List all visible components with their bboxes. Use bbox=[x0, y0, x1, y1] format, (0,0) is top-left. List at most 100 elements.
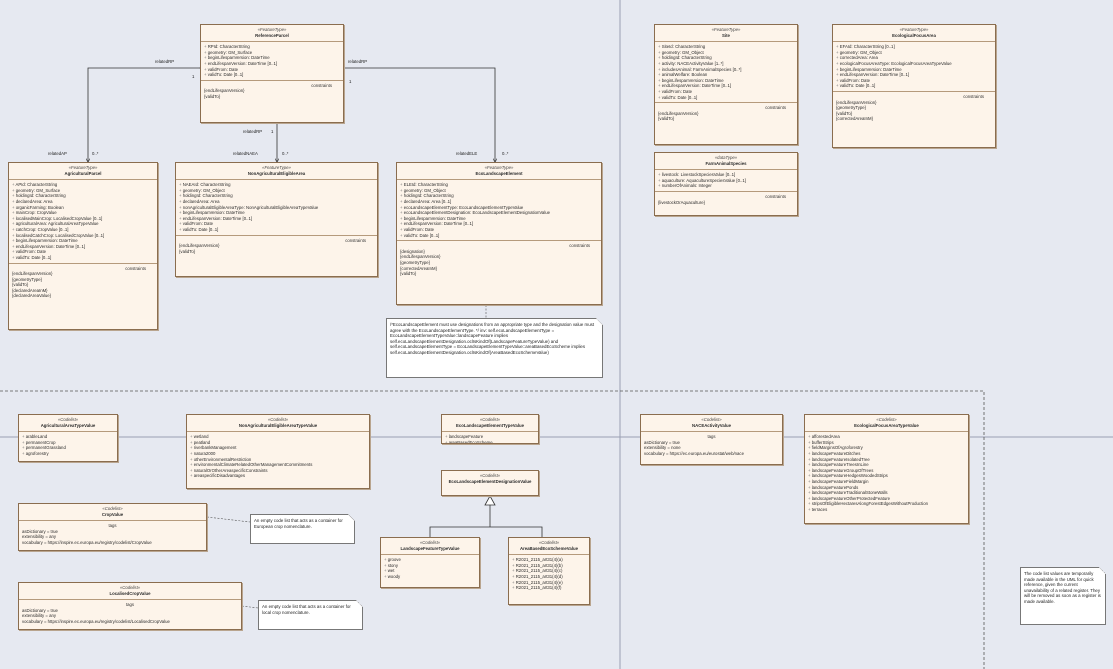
mult-ap: 0..* bbox=[92, 151, 99, 156]
attribute-list: SiteId: CharacterStringgeometry: GM_Obje… bbox=[655, 41, 797, 102]
label-relatedRP-right: relatedRP bbox=[348, 59, 368, 64]
attribute-item: nonAgriculturalEligibleAreaType: NonAgri… bbox=[179, 205, 374, 211]
mult-rp-ele: 1 bbox=[349, 79, 352, 84]
attribute-item: ecoLandscapeElementType: EcoLandscapeEle… bbox=[400, 205, 598, 211]
attribute-item: landscapeFeatureFieldMargin bbox=[808, 479, 965, 485]
class-non-agricultural-eligible-area[interactable]: «FeatureType»NonAgriculturalEligibleArea… bbox=[175, 162, 378, 277]
codelist-non-agricultural-eligible-area-type[interactable]: «Codelist»NonAgriculturalEligibleAreaTyp… bbox=[186, 414, 370, 489]
constraint-item: {validTo} bbox=[836, 110, 853, 116]
attribute-item: stripsOfEligibleHectaresAlongForestEdges… bbox=[808, 501, 965, 507]
class-site[interactable]: «FeatureType»SiteSiteId: CharacterString… bbox=[654, 24, 798, 145]
tag-item: asDictionary = true bbox=[644, 439, 680, 445]
attribute-item: EFAId: CharacterString [0..1] bbox=[836, 44, 992, 50]
class-header: «Codelist»EcoLandscapeElementDesignation… bbox=[442, 471, 538, 487]
attribute-item: geometry: GM_Object bbox=[836, 50, 992, 56]
codelist-landscape-feature-type[interactable]: «Codelist»LandscapeFeatureTypeValuegroov… bbox=[380, 537, 480, 588]
class-eco-landscape-element[interactable]: «FeatureType»EcoLandscapeElementELEId: C… bbox=[396, 162, 602, 305]
attribute-item: groove bbox=[384, 557, 476, 563]
codelist-ecological-focus-area-type[interactable]: «Codelist»EcologicalFocusAreaTypeValueaf… bbox=[804, 414, 969, 524]
attribute-item: wetland bbox=[190, 434, 366, 440]
attribute-item: numberOfAnimals: Integer bbox=[658, 183, 794, 189]
section-caption: constraints bbox=[569, 243, 590, 249]
assoc-rp-ap bbox=[88, 68, 200, 162]
class-header: «FeatureType»ReferenceParcel bbox=[201, 25, 343, 41]
attribute-list: groovestonywetwoody bbox=[381, 554, 479, 581]
stereotype-label: «Codelist» bbox=[419, 540, 441, 545]
codelist-agricultural-area-type[interactable]: «Codelist»AgriculturalAreaTypeValuearabl… bbox=[18, 414, 118, 462]
localised-crop-note: An empty code list that acts as a contai… bbox=[258, 600, 363, 630]
attribute-list: afforestedAreabufferStripsfieldMarginsOf… bbox=[805, 431, 968, 514]
constraint-item: {validTo} bbox=[658, 116, 675, 122]
stereotype-label: «FeatureType» bbox=[257, 27, 287, 32]
stereotype-label: «Codelist» bbox=[102, 506, 123, 511]
class-name: CropValue bbox=[101, 511, 124, 517]
class-name: NACEActivityValue bbox=[692, 422, 731, 428]
class-agricultural-parcel[interactable]: «FeatureType»AgriculturalParcelAPId: Cha… bbox=[8, 162, 158, 330]
constraint-item: {livestockOrAquaculture} bbox=[658, 199, 706, 205]
attribute-item: endLifespanVersion: DateTime [0..1] bbox=[658, 83, 794, 89]
class-header: «Codelist»LandscapeFeatureTypeValue bbox=[381, 538, 479, 554]
tag-item: asDictionary = true bbox=[22, 528, 58, 534]
stereotype-label: «Codelist» bbox=[267, 417, 289, 422]
assoc-rp-ele bbox=[344, 68, 495, 162]
class-header: «FeatureType»EcoLandscapeElement bbox=[397, 163, 601, 179]
attribute-item: landscapeFeatureDitches bbox=[808, 451, 965, 457]
attribute-item: beginLifespanVersion: DateTime bbox=[658, 78, 794, 84]
codelist-eco-landscape-element-type[interactable]: «Codelist»EcoLandscapeElementTypeValuela… bbox=[441, 414, 539, 444]
stereotype-label: «Codelist» bbox=[701, 417, 722, 422]
stereotype-label: «Codelist» bbox=[538, 540, 560, 545]
class-ecological-focus-area[interactable]: «FeatureType»EcologicalFocusAreaEFAId: C… bbox=[832, 24, 996, 148]
constraint-list: constraints{livestockOrAquaculture} bbox=[655, 190, 797, 207]
stereotype-label: «FeatureType» bbox=[899, 27, 929, 32]
attribute-item: activity: NACEActivityValue [1..*] bbox=[658, 61, 794, 67]
attribute-item: livestock: LivestockSpeciesValue [0..1] bbox=[658, 172, 794, 178]
attribute-item: peatland bbox=[190, 440, 366, 446]
class-name: NonAgriculturalEligibleArea bbox=[247, 170, 306, 176]
attribute-item: landscapeFeature bbox=[445, 434, 535, 440]
ocl-constraint-note: /*EcoLandscapeElement must use designati… bbox=[386, 318, 603, 378]
class-header: «Codelist»LocalisedCropValue bbox=[19, 583, 241, 599]
codelist-area-based-eco-scheme[interactable]: «Codelist»AreaBasedEcoSchemeValueR2021_2… bbox=[508, 537, 590, 605]
attribute-item: landscapeFeatureTraditionalStoneWalls bbox=[808, 490, 965, 496]
attribute-item: geometry: GM_Object bbox=[179, 188, 374, 194]
codelist-eco-landscape-element-designation[interactable]: «Codelist»EcoLandscapeElementDesignation… bbox=[441, 470, 539, 496]
datatype-farm-animal-species[interactable]: «dataType»FarmAnimalSpecieslivestock: Li… bbox=[654, 152, 798, 216]
class-header: «FeatureType»NonAgriculturalEligibleArea bbox=[176, 163, 377, 179]
tag-item: extensibility = any bbox=[22, 613, 57, 619]
class-header: «Codelist»AgriculturalAreaTypeValue bbox=[19, 415, 117, 431]
class-header: «FeatureType»Site bbox=[655, 25, 797, 41]
attribute-item: holdingId: CharacterString bbox=[400, 193, 598, 199]
section-caption: constraints bbox=[125, 265, 146, 271]
label-relatedRP-left: relatedRP bbox=[155, 59, 175, 64]
label-relatedELE: relatedELE bbox=[456, 151, 478, 156]
attribute-item: riverbankManagement bbox=[190, 445, 366, 451]
mult-ele: 0..* bbox=[502, 151, 509, 156]
constraint-item: {endLifespanVersion} bbox=[12, 271, 53, 277]
constraint-item: {endLifespanVersion} bbox=[400, 254, 441, 260]
attribute-item: natura2000 bbox=[190, 451, 366, 457]
class-reference-parcel[interactable]: «FeatureType»ReferenceParcelRPId: Charac… bbox=[200, 24, 344, 123]
class-name: LandscapeFeatureTypeValue bbox=[400, 545, 460, 551]
label-relatedRP-mid: relatedRP bbox=[243, 129, 263, 134]
attribute-list: RPId: CharacterStringgeometry: GM_Surfac… bbox=[201, 41, 343, 80]
stereotype-label: «Codelist» bbox=[876, 417, 897, 422]
attribute-item: endLifespanVersion: DateTime [0..1] bbox=[400, 221, 598, 227]
ocl-note-text: /*EcoLandscapeElement must use designati… bbox=[390, 322, 595, 355]
attribute-item: environmentalClimateRelatedOtherManageme… bbox=[190, 462, 366, 468]
class-header: «Codelist»NonAgriculturalEligibleAreaTyp… bbox=[187, 415, 369, 431]
attribute-item: woody bbox=[384, 574, 476, 580]
constraint-item: {validTo} bbox=[204, 93, 221, 99]
class-name: EcoLandscapeElementDesignationValue bbox=[448, 478, 532, 484]
constraint-list: constraints{designation}{endLifespanVers… bbox=[397, 240, 601, 279]
attribute-item: holdingId: CharacterString bbox=[658, 55, 794, 61]
class-header: «Codelist»EcologicalFocusAreaTypeValue bbox=[805, 415, 968, 431]
attribute-item: geometry: GM_Surface bbox=[204, 50, 340, 56]
attribute-item: catchCrop: CropValue [0..1] bbox=[12, 227, 154, 233]
attribute-item: otherEnvironmentalRestriction bbox=[190, 457, 366, 463]
constraint-item: {endLifespanVersion} bbox=[658, 110, 699, 116]
